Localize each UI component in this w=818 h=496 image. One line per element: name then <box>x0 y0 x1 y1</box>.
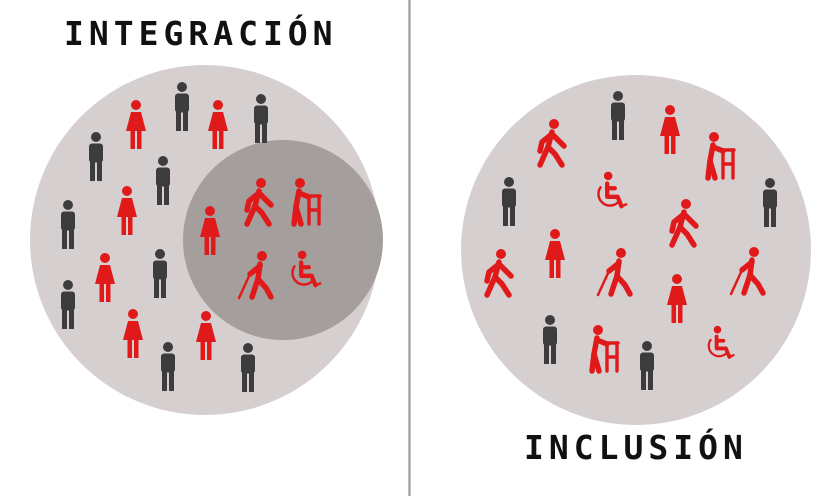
man-icon <box>543 315 557 364</box>
woman-icon <box>200 206 220 255</box>
wheelchair-icon <box>707 325 735 359</box>
integration-title: INTEGRACIÓN <box>64 14 338 53</box>
woman-icon <box>123 309 143 358</box>
walker-person-icon <box>589 325 620 374</box>
woman-icon <box>117 186 137 235</box>
inner-circle <box>183 140 383 340</box>
woman-icon <box>208 100 228 149</box>
man-icon <box>61 280 75 329</box>
blind-cane-person-icon <box>237 251 274 300</box>
inclusion-panel: INCLUSIÓN <box>410 0 818 496</box>
woman-icon <box>196 311 216 360</box>
woman-icon <box>95 253 115 302</box>
blind-cane-person-icon <box>729 247 766 296</box>
woman-icon <box>126 100 146 149</box>
man-icon <box>640 341 654 390</box>
walking-person-icon <box>669 199 699 248</box>
woman-icon <box>667 274 687 323</box>
man-icon <box>254 94 268 143</box>
integration-diagram <box>30 65 383 415</box>
blind-cane-person-icon <box>596 248 633 297</box>
panel-divider <box>408 0 411 496</box>
man-icon <box>61 200 75 249</box>
woman-icon <box>660 105 680 154</box>
walking-person-icon <box>244 178 274 227</box>
man-icon <box>502 177 516 226</box>
man-icon <box>241 343 255 392</box>
wheelchair-icon <box>597 171 628 209</box>
walker-person-icon <box>705 132 736 181</box>
man-icon <box>153 249 167 298</box>
integration-panel: INTEGRACIÓN <box>0 0 408 496</box>
woman-icon <box>545 229 565 278</box>
inclusion-diagram <box>461 75 811 425</box>
walking-person-icon <box>484 249 514 298</box>
walking-person-icon <box>537 119 567 168</box>
walker-person-icon <box>291 178 322 227</box>
man-icon <box>89 132 103 181</box>
wheelchair-icon <box>291 250 322 288</box>
man-icon <box>763 178 777 227</box>
man-icon <box>161 342 175 391</box>
man-icon <box>175 82 189 131</box>
inclusion-title: INCLUSIÓN <box>524 428 748 467</box>
man-icon <box>611 91 625 140</box>
man-icon <box>156 156 170 205</box>
